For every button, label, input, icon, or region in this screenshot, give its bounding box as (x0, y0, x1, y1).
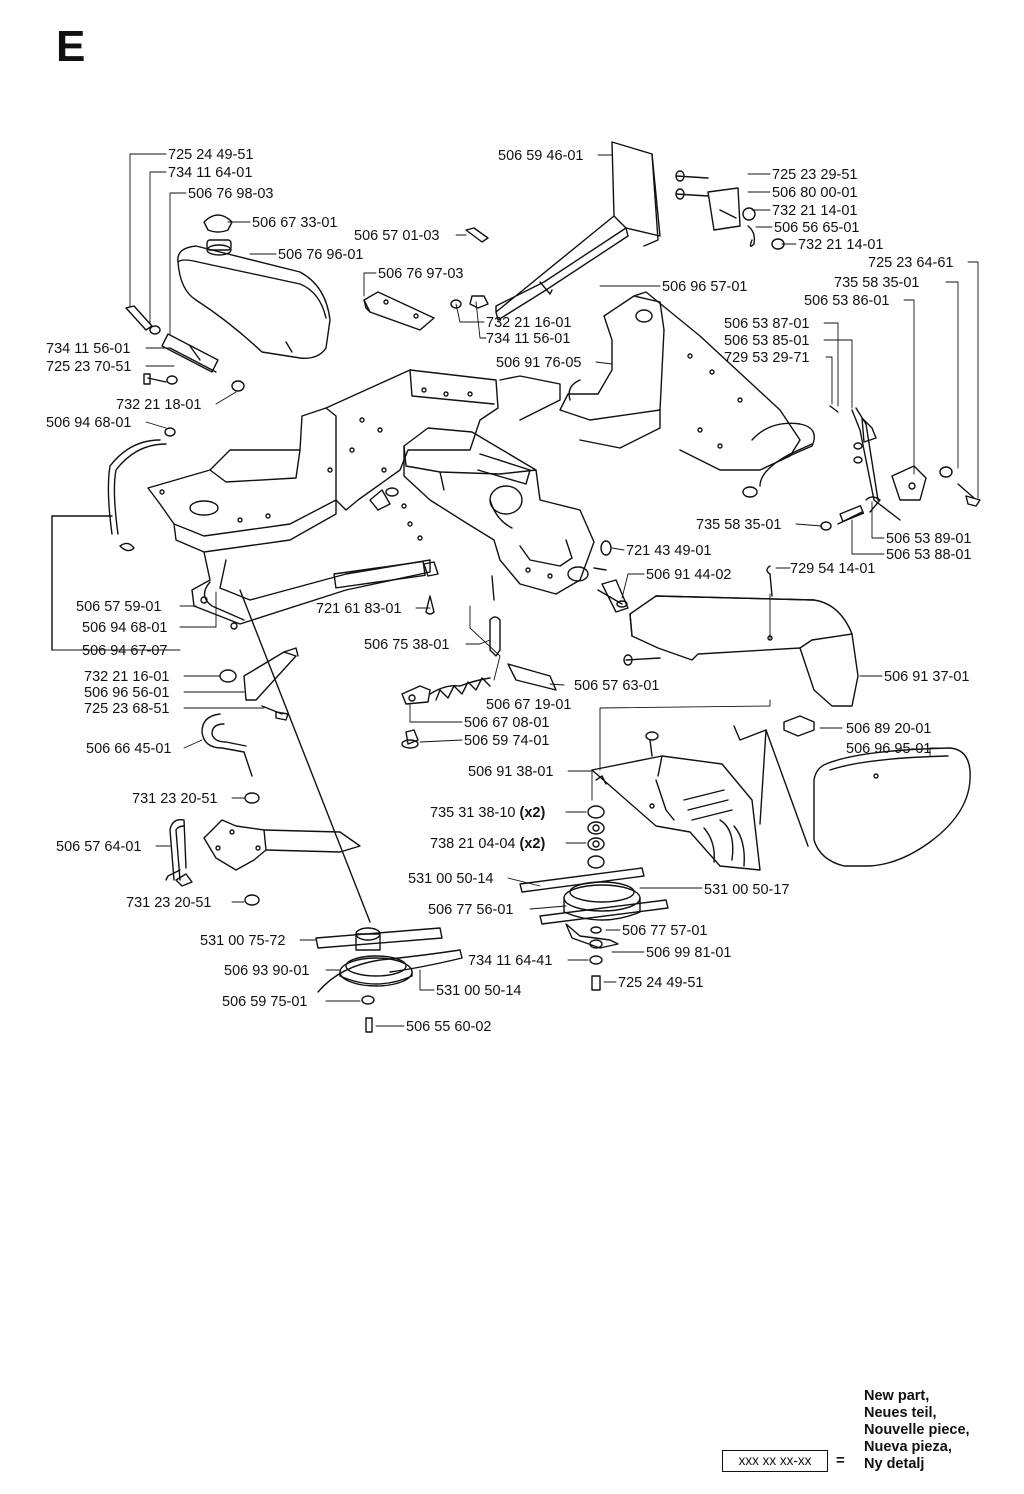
part-label: 506 57 59-01 (76, 599, 161, 615)
part-label: 731 23 20-51 (132, 791, 217, 807)
fuel-tank-drawing (177, 214, 331, 359)
part-label: 734 11 56-01 (486, 331, 570, 347)
legend-text: New part, Neues teil, Nouvelle piece, Nu… (864, 1388, 970, 1473)
part-label: 531 00 50-14 (436, 983, 521, 999)
right-pulley-drawing (519, 805, 669, 991)
part-label: 725 23 64-61 (868, 255, 953, 271)
right-frame-arch-drawing (559, 291, 815, 498)
dash-panel-drawing (495, 141, 661, 321)
part-label: 506 91 37-01 (884, 669, 969, 685)
part-label: 506 91 38-01 (468, 764, 553, 780)
part-label: 506 57 01-03 (354, 228, 439, 244)
part-label: 506 99 81-01 (646, 945, 731, 961)
legend-line: Nouvelle piece, (864, 1422, 970, 1438)
part-label: 506 94 68-01 (82, 620, 167, 636)
part-label: 735 58 35-01 (834, 275, 919, 291)
tank-fasteners-drawing (125, 227, 489, 437)
part-label: 506 59 75-01 (222, 994, 307, 1010)
part-label: 506 77 57-01 (622, 923, 707, 939)
part-label: 732 21 14-01 (772, 203, 857, 219)
part-label: 731 23 20-51 (126, 895, 211, 911)
center-linkage-drawing (401, 567, 628, 749)
part-label: 506 53 89-01 (886, 531, 971, 547)
part-label: 506 93 90-01 (224, 963, 309, 979)
belt-guard-drawing (591, 725, 809, 871)
part-label: 506 67 08-01 (464, 715, 549, 731)
part-label: 531 00 50-17 (704, 882, 789, 898)
part-label: 506 76 98-03 (188, 186, 273, 202)
part-label: 735 31 38-10 (x2) (430, 805, 545, 821)
part-label: 531 00 75-72 (200, 933, 285, 949)
part-number-labels: 725 24 49-51 734 11 64-01 506 76 98-03 5… (46, 147, 971, 1035)
part-label: 531 00 50-14 (408, 871, 493, 887)
part-label: 506 66 45-01 (86, 741, 171, 757)
part-label: 738 21 04-04 (x2) (430, 836, 545, 852)
legend-line: Ny detalj (864, 1456, 925, 1472)
part-label: 734 11 64-01 (168, 165, 252, 181)
part-label: 735 58 35-01 (696, 517, 781, 533)
part-label: 506 53 86-01 (804, 293, 889, 309)
part-label: 729 53 29-71 (724, 350, 809, 366)
part-label: 506 77 56-01 (428, 902, 513, 918)
part-label: 725 23 29-51 (772, 167, 857, 183)
side-panel-drawing (783, 715, 971, 867)
part-label: 506 53 87-01 (724, 316, 809, 332)
leader-lines (51, 153, 979, 1027)
part-label: 732 21 14-01 (798, 237, 883, 253)
part-label: 725 24 49-51 (618, 975, 703, 991)
part-label: 732 21 16-01 (84, 669, 169, 685)
part-label: 506 67 33-01 (252, 215, 337, 231)
left-frame-drawing (147, 407, 439, 630)
part-label: 506 76 97-03 (378, 266, 463, 282)
part-label: 506 55 60-02 (406, 1019, 491, 1035)
part-label: 506 67 19-01 (486, 697, 571, 713)
legend-part-number-box: xxx xx xx-xx (722, 1450, 828, 1472)
part-label: 506 53 85-01 (724, 333, 809, 349)
part-label: 734 11 64-41 (468, 953, 552, 969)
legend-line: Neues teil, (864, 1405, 937, 1421)
part-label: 506 94 68-01 (46, 415, 131, 431)
legend-equals-sign: = (836, 1452, 845, 1469)
part-label: 732 21 16-01 (486, 315, 571, 331)
part-label: 506 91 76-05 (496, 355, 581, 371)
part-label: 506 96 95-01 (846, 741, 931, 757)
part-label: 725 24 49-51 (168, 147, 253, 163)
part-label: 506 56 65-01 (774, 220, 859, 236)
part-label: 506 89 20-01 (846, 721, 931, 737)
part-label: 506 94 67-07 (82, 643, 167, 659)
part-label: 725 23 68-51 (84, 701, 169, 717)
part-label: 506 75 38-01 (364, 637, 449, 653)
fender-cover-drawing (600, 540, 859, 707)
part-label: 506 59 46-01 (498, 148, 583, 164)
legend-line: New part, (864, 1388, 930, 1404)
left-pulley-drawing (239, 589, 463, 1033)
part-label: 729 54 14-01 (790, 561, 875, 577)
part-label: 732 21 18-01 (116, 397, 201, 413)
part-label: 721 61 83-01 (316, 601, 401, 617)
part-label: 506 57 63-01 (574, 678, 659, 694)
legend-line: Nueva pieza, (864, 1439, 952, 1455)
central-frame-drawing (325, 369, 595, 595)
part-label: 506 53 88-01 (886, 547, 971, 563)
part-label: 506 91 44-02 (646, 567, 731, 583)
part-label: 506 76 96-01 (278, 247, 363, 263)
part-label: 725 23 70-51 (46, 359, 131, 375)
fuel-line-drawing (51, 439, 167, 651)
part-label: 506 80 00-01 (772, 185, 857, 201)
part-label: 506 59 74-01 (464, 733, 549, 749)
part-label: 506 96 56-01 (84, 685, 169, 701)
section-letter: E (56, 22, 86, 71)
part-label: 734 11 56-01 (46, 341, 130, 357)
part-label: 721 43 49-01 (626, 543, 711, 559)
part-label: 506 96 57-01 (662, 279, 747, 295)
control-rod-drawing (165, 647, 361, 906)
part-label: 506 57 64-01 (56, 839, 141, 855)
tank-bracket-drawing (161, 291, 435, 373)
